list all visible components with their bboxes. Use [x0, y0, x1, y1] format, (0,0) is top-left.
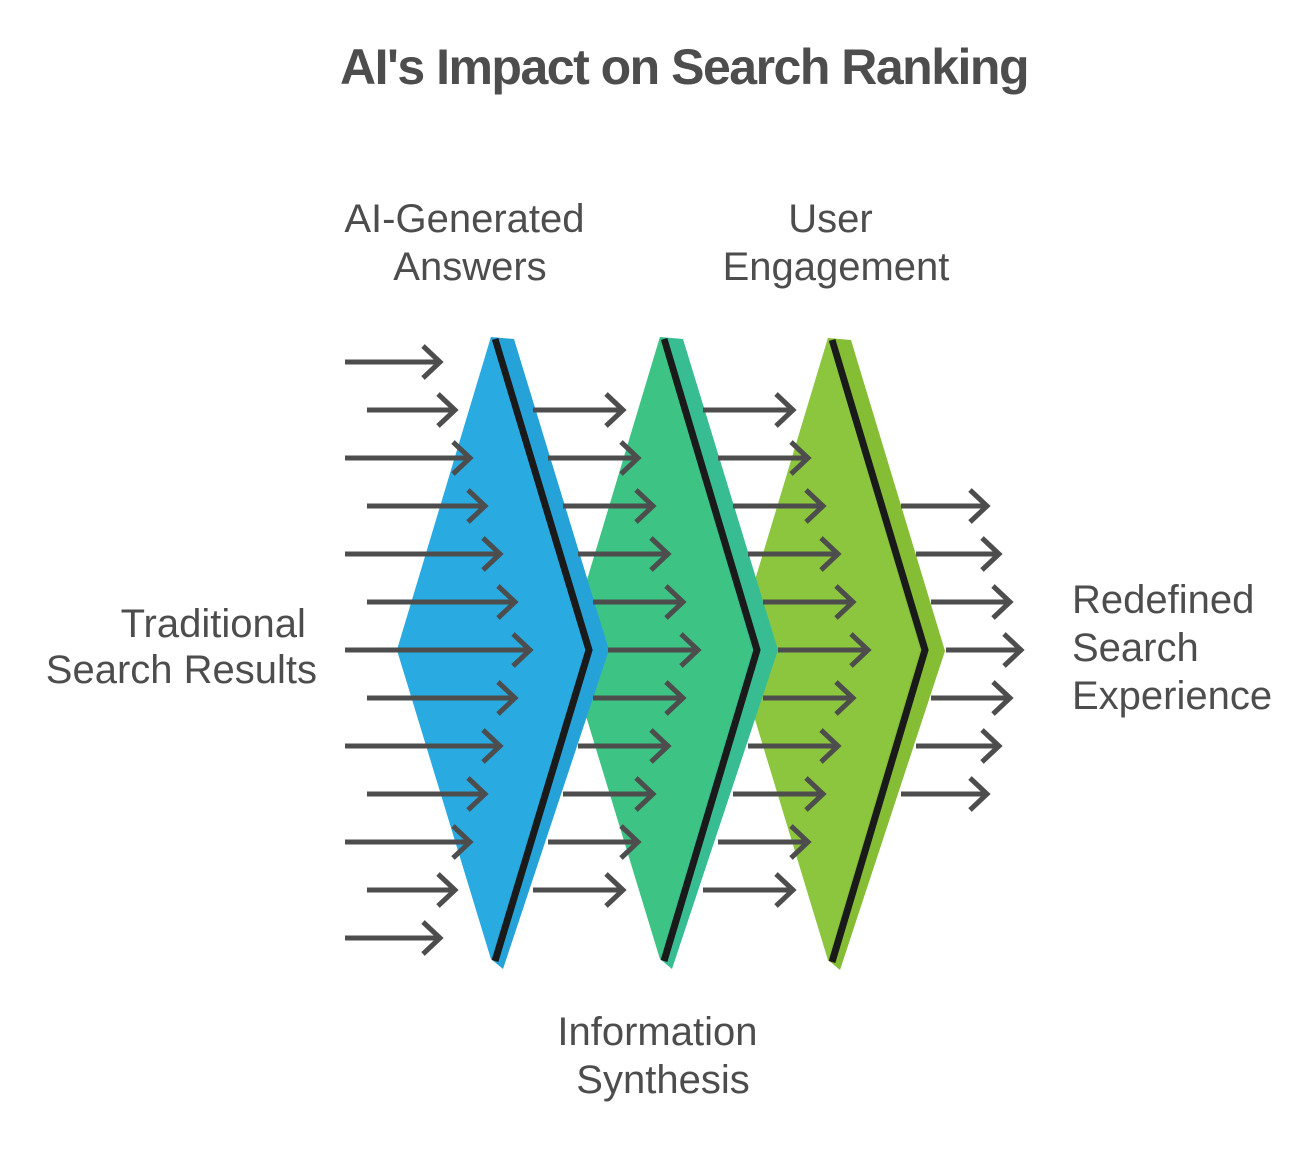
label-ai-generated-answers: AI-Generated Answers: [344, 197, 595, 289]
flow-arrow: [345, 824, 474, 860]
label-line: Search: [1072, 626, 1199, 670]
flow-arrow: [733, 488, 827, 524]
label-line: Redefined: [1072, 578, 1254, 622]
flow-arrow: [901, 776, 991, 812]
flow-arrow: [367, 392, 459, 428]
flow-arrow: [778, 632, 872, 668]
flow-arrow: [367, 872, 459, 908]
flow-arrow: [345, 920, 444, 956]
label-line: Synthesis: [576, 1058, 749, 1102]
redefined-output-arrow-band: [901, 488, 1025, 812]
flow-arrow: [345, 344, 444, 380]
flow-arrow: [703, 872, 797, 908]
traditional-input-arrow-band: [345, 344, 534, 956]
label-information-synthesis: Information Synthesis: [557, 1010, 768, 1102]
flow-arrow: [593, 680, 687, 716]
flow-arrow: [763, 680, 857, 716]
arrows-layer: [345, 344, 1025, 956]
flow-arrow: [548, 440, 642, 476]
flow-arrow: [563, 776, 657, 812]
ai-generated-answers-diamond: [397, 337, 609, 969]
flow-arrow: [367, 680, 519, 716]
flow-arrow: [578, 536, 672, 572]
ai-generated-answers-fold-line: [491, 337, 593, 963]
label-line: Traditional: [121, 602, 306, 646]
flow-arrow: [345, 440, 474, 476]
label-user-engagement: User Engagement: [723, 197, 950, 289]
label-line: Information: [557, 1010, 757, 1054]
flow-arrow: [748, 728, 842, 764]
flow-arrow: [608, 632, 702, 668]
label-line: Experience: [1072, 674, 1272, 718]
label-line: Search Results: [46, 648, 317, 692]
flow-arrow: [533, 872, 627, 908]
flow-arrow: [367, 776, 489, 812]
synthesis-to-engagement-arrow-band: [703, 392, 872, 908]
flow-arrow: [367, 584, 519, 620]
answers-to-synthesis-arrow-band: [533, 392, 702, 908]
diagram-title: AI's Impact on Search Ranking: [340, 39, 1028, 95]
label-line: AI-Generated: [344, 197, 584, 241]
flow-arrow: [345, 728, 504, 764]
label-line: Answers: [393, 245, 546, 289]
flow-arrow: [703, 392, 797, 428]
flow-arrow: [593, 584, 687, 620]
flow-arrow: [733, 776, 827, 812]
flow-arrow: [345, 536, 504, 572]
flow-arrow: [763, 584, 857, 620]
flow-arrow: [748, 536, 842, 572]
flow-arrow: [901, 488, 991, 524]
label-line: User: [788, 197, 872, 241]
flow-arrow: [916, 728, 1003, 764]
label-line: Engagement: [723, 245, 950, 289]
flow-arrow: [563, 488, 657, 524]
flow-arrow: [916, 536, 1003, 572]
label-redefined-search-experience: Redefined Search Experience: [1072, 578, 1272, 718]
flow-arrow: [946, 632, 1025, 668]
information-synthesis-fold-line: [660, 337, 761, 963]
flow-arrow: [533, 392, 627, 428]
flow-arrow: [931, 680, 1014, 716]
flow-arrow: [345, 632, 534, 668]
label-traditional-search-results: Traditional Search Results: [46, 602, 317, 692]
flow-arrow: [931, 584, 1014, 620]
user-engagement-fold-line: [828, 338, 929, 963]
flow-arrow: [548, 824, 642, 860]
flow-arrow: [367, 488, 489, 524]
flow-arrow: [578, 728, 672, 764]
flow-arrow: [718, 824, 812, 860]
flow-arrow: [718, 440, 812, 476]
